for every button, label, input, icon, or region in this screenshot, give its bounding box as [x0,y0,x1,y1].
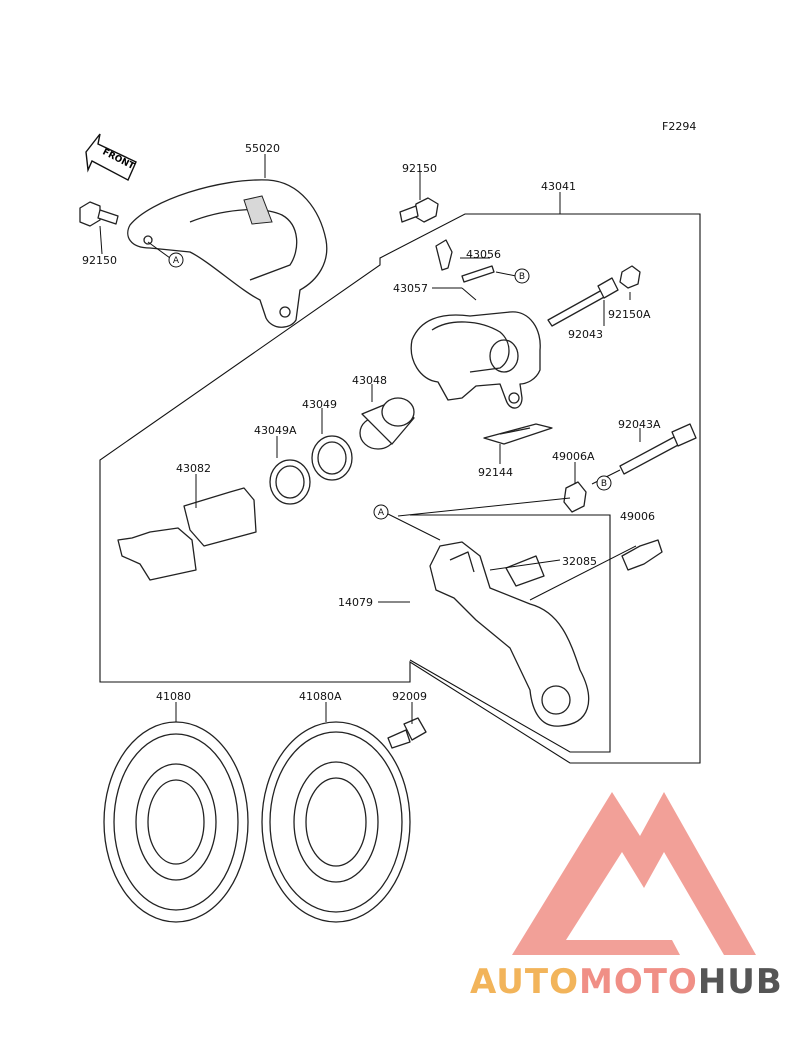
label-43049: 43049 [302,398,337,411]
caliper-bracket-14079 [429,541,590,727]
caliper-body [410,311,541,409]
figure-code: F2294 [662,120,696,133]
brake-disc-41080 [103,721,249,923]
seal-43049a [269,459,311,505]
label-92150-left: 92150 [82,254,117,267]
label-55020: 55020 [245,142,280,155]
label-92150a: 92150A [608,308,651,321]
label-43049a: 43049A [254,424,297,437]
label-92043: 92043 [568,328,603,341]
svg-text:B: B [601,479,607,489]
boot-49006 [621,539,663,571]
brake-pads-43082 [117,487,257,581]
shim-92144 [483,423,553,445]
label-92043a: 92043A [618,418,661,431]
label-32085: 32085 [562,555,597,568]
label-92144: 92144 [478,466,513,479]
front-arrow-icon: FRONT [85,133,137,181]
pin-92043 [547,277,619,327]
label-49006: 49006 [620,510,655,523]
ref-mark-a-left: A [373,504,441,541]
watermark-word-moto: MOTO [578,962,698,1002]
label-43056: 43056 [466,248,501,261]
watermark-wordmark: AUTOMOTOHUB [470,962,783,1002]
watermark-word-hub: HUB [697,962,783,1002]
label-92009: 92009 [392,690,427,703]
bolt-92150-left [79,201,119,227]
svg-text:B: B [519,272,525,282]
label-41080: 41080 [156,690,191,703]
label-49006a: 49006A [552,450,595,463]
seal-43049 [311,435,353,481]
watermark-word-auto: AUTO [470,962,579,1002]
cap-43057 [461,265,495,283]
label-43082: 43082 [176,462,211,475]
inner-frame [409,514,611,753]
spring-32085 [505,555,545,587]
label-43057: 43057 [393,282,428,295]
label-14079: 14079 [338,596,373,609]
label-92150-top: 92150 [402,162,437,175]
plug-92150a [619,265,641,289]
part-55020-bracket [127,179,328,328]
svg-text:A: A [378,508,385,518]
bolt-92150-top [399,197,439,223]
ref-mark-b-right: B [596,475,612,491]
label-43041: 43041 [541,180,576,193]
label-41080a: 41080A [299,690,342,703]
ref-mark-a-top: A [147,241,184,268]
brake-disc-41080a [261,721,411,923]
leader-lines [99,154,641,724]
piston-43048 [359,397,415,450]
assembly-frame [99,213,701,764]
pin-92043a [619,423,697,475]
bolt-92009 [387,717,427,749]
watermark-logo-icon [512,792,756,955]
bleeder-43056 [435,239,453,271]
ref-mark-b-top: B [495,268,530,284]
label-43048: 43048 [352,374,387,387]
svg-text:A: A [173,256,180,266]
boot-49006a [563,481,587,513]
